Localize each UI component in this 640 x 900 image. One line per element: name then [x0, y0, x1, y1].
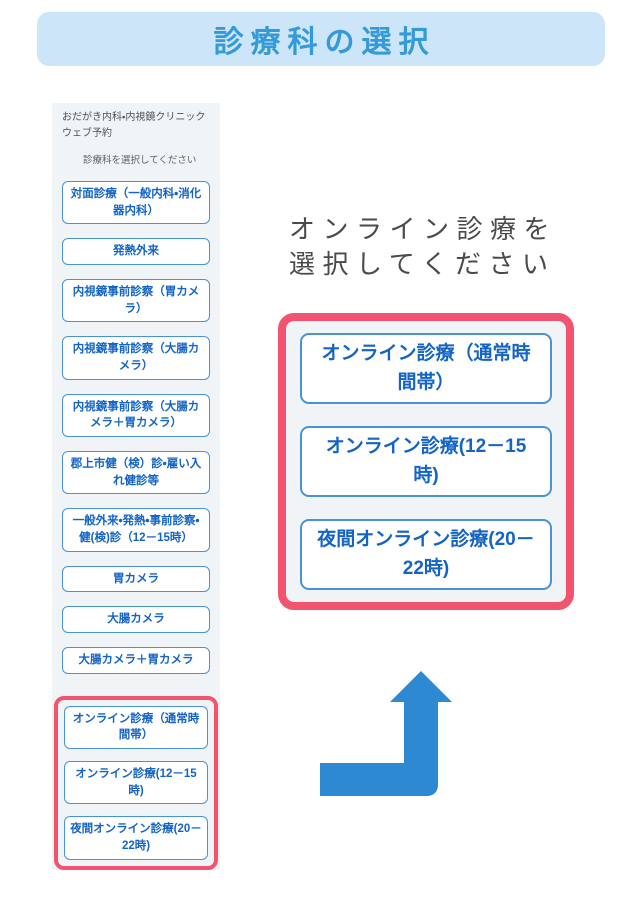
- page-title: 診療科の選択: [213, 26, 436, 59]
- department-button-icamera[interactable]: 胃カメラ: [62, 565, 210, 593]
- page-title-banner: 診療科の選択: [37, 12, 605, 66]
- department-button-naishikyo-i[interactable]: 内視鏡事前診察（胃カメラ）: [62, 279, 210, 323]
- department-button-bothcamera[interactable]: 大腸カメラ＋胃カメラ: [62, 647, 210, 674]
- elbow-up-arrow-icon: [320, 671, 452, 796]
- online-button-noon[interactable]: オンライン診療(12－15時): [300, 426, 552, 497]
- department-button-naishikyo-both[interactable]: 内視鏡事前診察（大腸カメラ＋胃カメラ）: [62, 393, 210, 438]
- department-button-taimen[interactable]: 対面診療（一般内科・消化器内科）: [62, 181, 210, 225]
- department-select-prompt: 診療科を選択してください: [83, 155, 197, 166]
- department-button-online-noon[interactable]: オンライン診療(12－15時): [64, 761, 208, 805]
- clinic-title: おだがき内科・内視鏡クリニック ウェブ予約: [62, 112, 206, 139]
- department-button-naishikyo-daicho[interactable]: 内視鏡事前診察（大腸カメラ）: [62, 336, 210, 380]
- department-button-online-night[interactable]: 夜間オンライン診療(20－22時): [64, 816, 208, 860]
- instruction-line2: 選択してください: [289, 248, 556, 279]
- online-buttons-magnified-panel: オンライン診療（通常時間帯） オンライン診療(12－15時) 夜間オンライン診療…: [278, 313, 574, 610]
- online-button-normal[interactable]: オンライン診療（通常時間帯）: [300, 333, 552, 404]
- department-button-list: 対面診療（一般内科・消化器内科） 発熱外来 内視鏡事前診察（胃カメラ） 内視鏡事…: [54, 181, 218, 870]
- instruction-text: オンライン診療を 選択してください: [289, 212, 557, 281]
- department-button-daichocamera[interactable]: 大腸カメラ: [62, 606, 210, 634]
- instruction-line1: オンライン診療を: [289, 214, 558, 244]
- reservation-page-thumbnail: おだがき内科・内視鏡クリニック ウェブ予約 診療科を選択してください 対面診療（…: [52, 103, 220, 870]
- department-button-online-normal[interactable]: オンライン診療（通常時間帯）: [64, 705, 208, 750]
- online-buttons-highlight-frame: オンライン診療（通常時間帯） オンライン診療(12－15時) 夜間オンライン診療…: [54, 695, 218, 870]
- online-button-night[interactable]: 夜間オンライン診療(20－22時): [300, 519, 552, 590]
- department-button-ippan-gairai[interactable]: 一般外来・発熱・事前診察・健(検)診（12－15時）: [62, 508, 210, 552]
- department-button-hatsunetsu[interactable]: 発熱外来: [62, 238, 210, 266]
- department-button-kenshin[interactable]: 郡上市健（検）診・雇い入れ健診等: [62, 451, 210, 495]
